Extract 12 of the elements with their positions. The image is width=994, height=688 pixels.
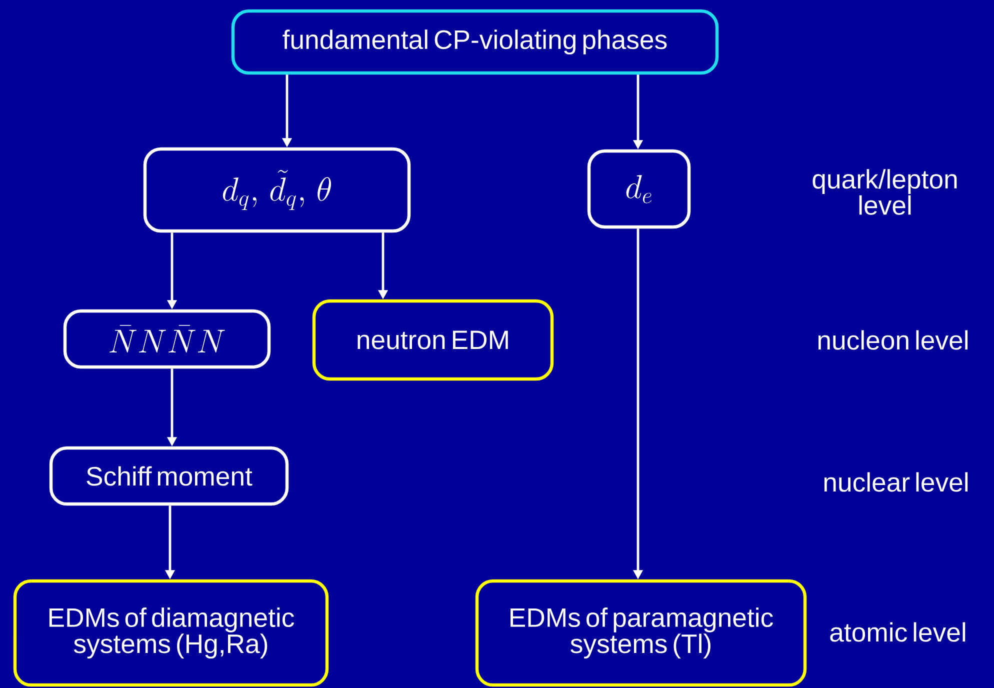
level-label: quark/lepton level (812, 169, 957, 215)
formula-box: $d_q,\ \tilde{d}_q,\ \theta$ (143, 147, 411, 233)
process-box: Schiff moment (49, 446, 289, 506)
process-box: fundamental CP-violating phases (231, 9, 719, 75)
level-label: nucleon level (818, 330, 968, 350)
level-label: nuclear level (824, 472, 968, 492)
formula-box: $d_e$ (587, 149, 691, 229)
result-box: EDMs of diamagnetic systems (Hg,Ra) (13, 579, 329, 687)
result-box: neutron EDM (312, 299, 554, 381)
result-box: EDMs of paramagnetic systems (Tl) (475, 579, 807, 687)
level-label: atomic level (830, 622, 966, 642)
formula-box: $\bar{N}N\bar{N}N$ (63, 309, 271, 369)
